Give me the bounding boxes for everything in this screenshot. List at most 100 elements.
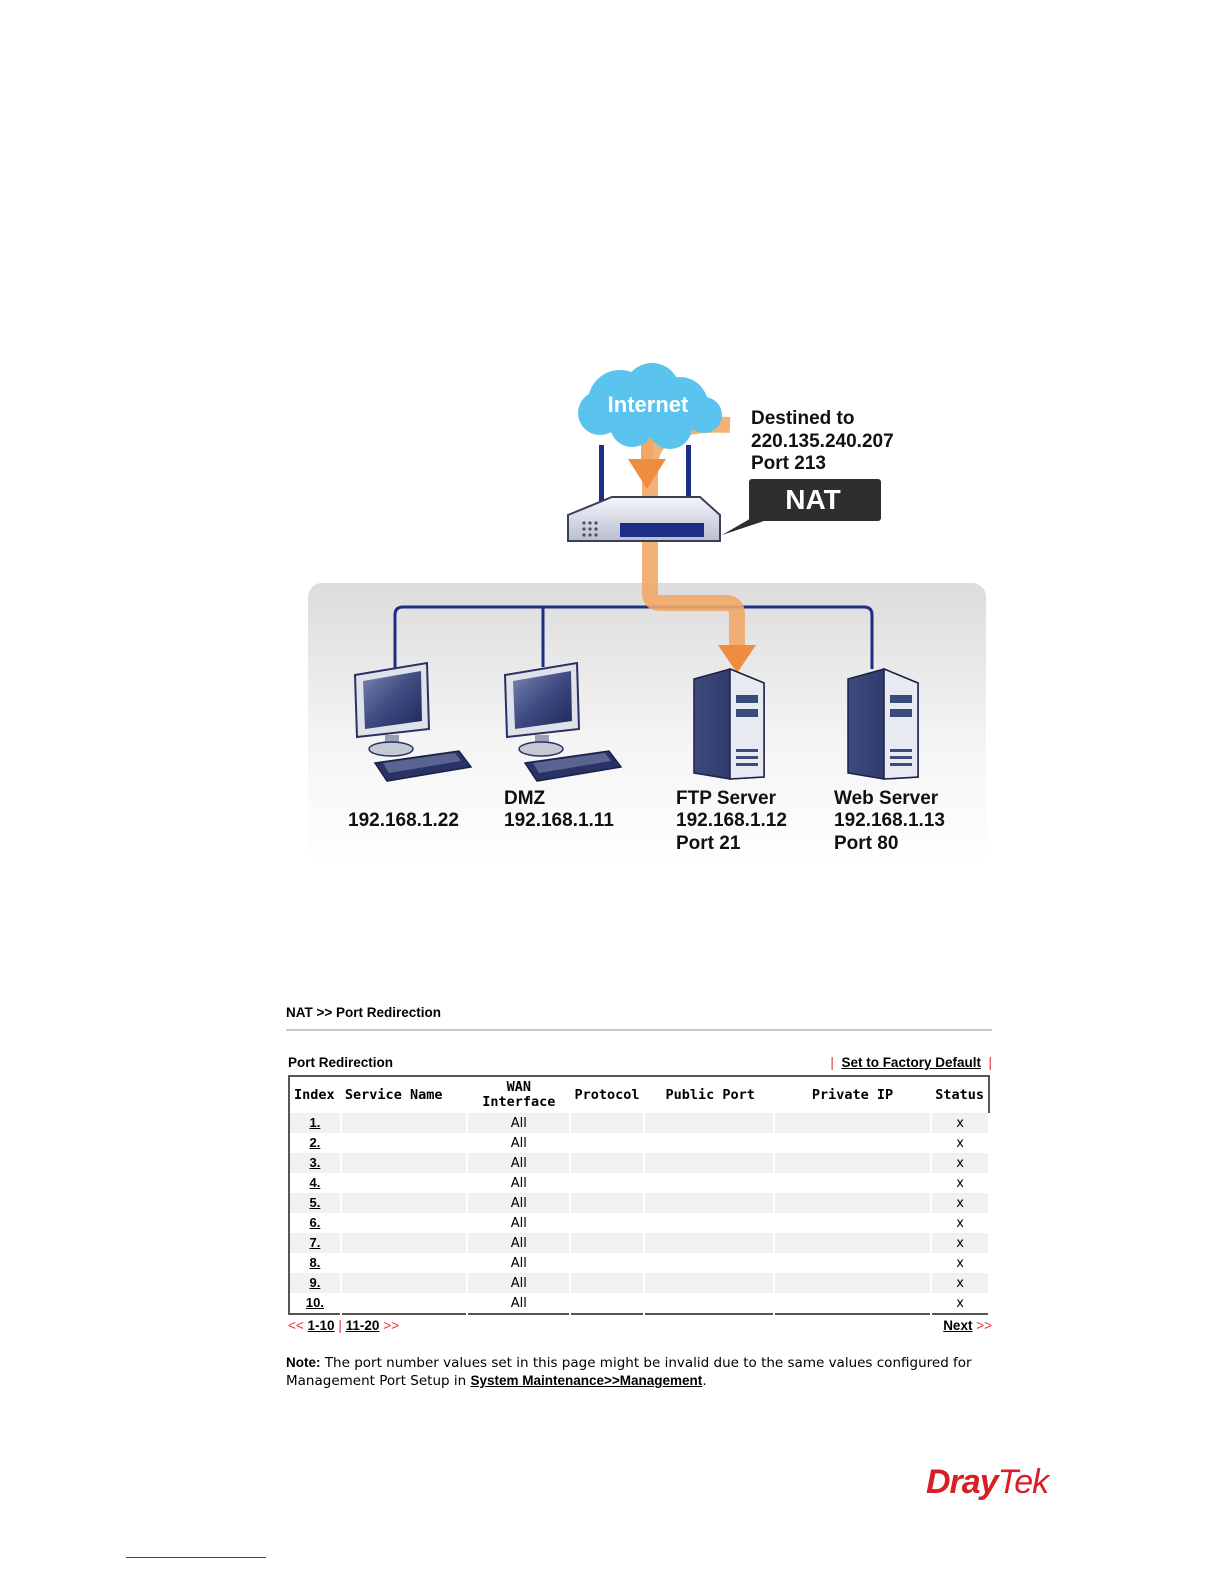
table-row: 8. All x <box>289 1253 990 1273</box>
next-arrows: >> <box>976 1318 992 1333</box>
system-maintenance-link[interactable]: System Maintenance>>Management <box>470 1373 703 1388</box>
cell-public-port <box>643 1193 775 1213</box>
section-title: Port Redirection <box>288 1055 394 1070</box>
table-row: 4. All x <box>289 1173 990 1193</box>
host-2-line-2: 192.168.1.11 <box>504 810 614 831</box>
cell-status: x <box>931 1233 990 1253</box>
cell-status: x <box>931 1173 990 1193</box>
pagination-right: Next >> <box>943 1318 992 1333</box>
cell-public-port <box>643 1173 775 1193</box>
row-index-link[interactable]: 5. <box>309 1195 321 1210</box>
cell-protocol <box>570 1293 645 1314</box>
cell-protocol <box>570 1233 645 1253</box>
row-index-link[interactable]: 2. <box>309 1135 321 1150</box>
cell-index: 8. <box>289 1253 342 1273</box>
cell-service-name <box>340 1153 469 1173</box>
cell-private-ip <box>773 1273 933 1293</box>
host-3-line-3: Port 21 <box>676 833 741 854</box>
cell-service-name <box>340 1293 469 1314</box>
pc-icon <box>353 661 473 782</box>
row-index-link[interactable]: 4. <box>309 1175 321 1190</box>
cell-index: 10. <box>289 1293 342 1314</box>
col-status: Status <box>935 1086 984 1103</box>
col-protocol: Protocol <box>574 1086 640 1103</box>
separator: | <box>988 1055 992 1070</box>
internet-label: Internet <box>608 392 689 417</box>
host-4-line-1: Web Server <box>834 788 939 809</box>
cell-public-port <box>643 1293 775 1314</box>
cell-wan: All <box>467 1193 572 1213</box>
col-service-name: Service Name <box>344 1086 443 1103</box>
divider <box>286 1029 992 1031</box>
nat-diagram: Internet Destined to 220.135.240.207 Por… <box>300 355 1010 865</box>
cell-wan: All <box>467 1213 572 1233</box>
cell-private-ip <box>773 1253 933 1273</box>
cell-service-name <box>340 1213 469 1233</box>
cell-wan: All <box>467 1173 572 1193</box>
pc-icon <box>503 661 623 782</box>
cell-service-name <box>340 1193 469 1213</box>
row-index-link[interactable]: 10. <box>305 1295 324 1310</box>
cell-wan: All <box>467 1253 572 1273</box>
cell-service-name <box>340 1133 469 1153</box>
logo-part-1: Dray <box>926 1463 999 1501</box>
destination-line-3: Port 213 <box>751 453 826 474</box>
cell-private-ip <box>773 1293 933 1314</box>
next-arrows: >> <box>383 1318 399 1333</box>
cell-wan: All <box>467 1233 572 1253</box>
prev-arrows: << <box>288 1318 304 1333</box>
col-index: Index <box>294 1086 335 1103</box>
footer-rule <box>126 1557 266 1558</box>
row-index-link[interactable]: 1. <box>309 1115 321 1130</box>
lan-background <box>308 583 986 865</box>
logo-part-2: Tek <box>997 1463 1050 1501</box>
cell-index: 3. <box>289 1153 342 1173</box>
cell-protocol <box>570 1153 645 1173</box>
pagination: << 1-10 | 11-20 >> Next >> <box>286 1318 992 1336</box>
row-index-link[interactable]: 3. <box>309 1155 321 1170</box>
cell-private-ip <box>773 1173 933 1193</box>
cell-protocol <box>570 1113 645 1133</box>
row-index-link[interactable]: 9. <box>309 1275 321 1290</box>
note-text: The port number values set in this page … <box>286 1355 972 1389</box>
cell-service-name <box>340 1233 469 1253</box>
page-link-11-20[interactable]: 11-20 <box>345 1318 380 1333</box>
internet-cloud-icon: Internet <box>578 363 722 449</box>
cell-status: x <box>931 1253 990 1273</box>
host-1-line-2: 192.168.1.22 <box>348 810 459 831</box>
cell-wan: All <box>467 1113 572 1133</box>
pagination-left: << 1-10 | 11-20 >> <box>288 1318 399 1333</box>
cell-public-port <box>643 1233 775 1253</box>
row-index-link[interactable]: 8. <box>309 1255 321 1270</box>
note-label: Note: <box>286 1355 321 1370</box>
server-icon <box>693 667 765 780</box>
host-3-line-1: FTP Server <box>676 788 777 809</box>
col-public-port: Public Port <box>665 1086 755 1103</box>
cell-wan: All <box>467 1133 572 1153</box>
nat-diagram-svg: Internet Destined to 220.135.240.207 Por… <box>308 363 986 865</box>
row-index-link[interactable]: 6. <box>309 1215 321 1230</box>
page-link-1-10[interactable]: 1-10 <box>307 1318 335 1333</box>
cell-service-name <box>340 1273 469 1293</box>
cell-public-port <box>643 1113 775 1133</box>
cell-private-ip <box>773 1193 933 1213</box>
cell-public-port <box>643 1133 775 1153</box>
cell-public-port <box>643 1253 775 1273</box>
cell-index: 9. <box>289 1273 342 1293</box>
next-link[interactable]: Next <box>943 1318 973 1333</box>
nat-callout: NAT <box>722 479 881 535</box>
cell-index: 7. <box>289 1233 342 1253</box>
row-index-link[interactable]: 7. <box>309 1235 321 1250</box>
destination-line-2: 220.135.240.207 <box>751 431 894 452</box>
set-factory-default-link[interactable]: Set to Factory Default <box>841 1055 981 1070</box>
server-icon <box>847 667 919 780</box>
cell-status: x <box>931 1113 990 1133</box>
cell-status: x <box>931 1273 990 1293</box>
destination-info: Destined to 220.135.240.207 Port 213 <box>751 408 894 474</box>
separator: | <box>338 1318 342 1333</box>
destination-line-1: Destined to <box>751 408 854 429</box>
